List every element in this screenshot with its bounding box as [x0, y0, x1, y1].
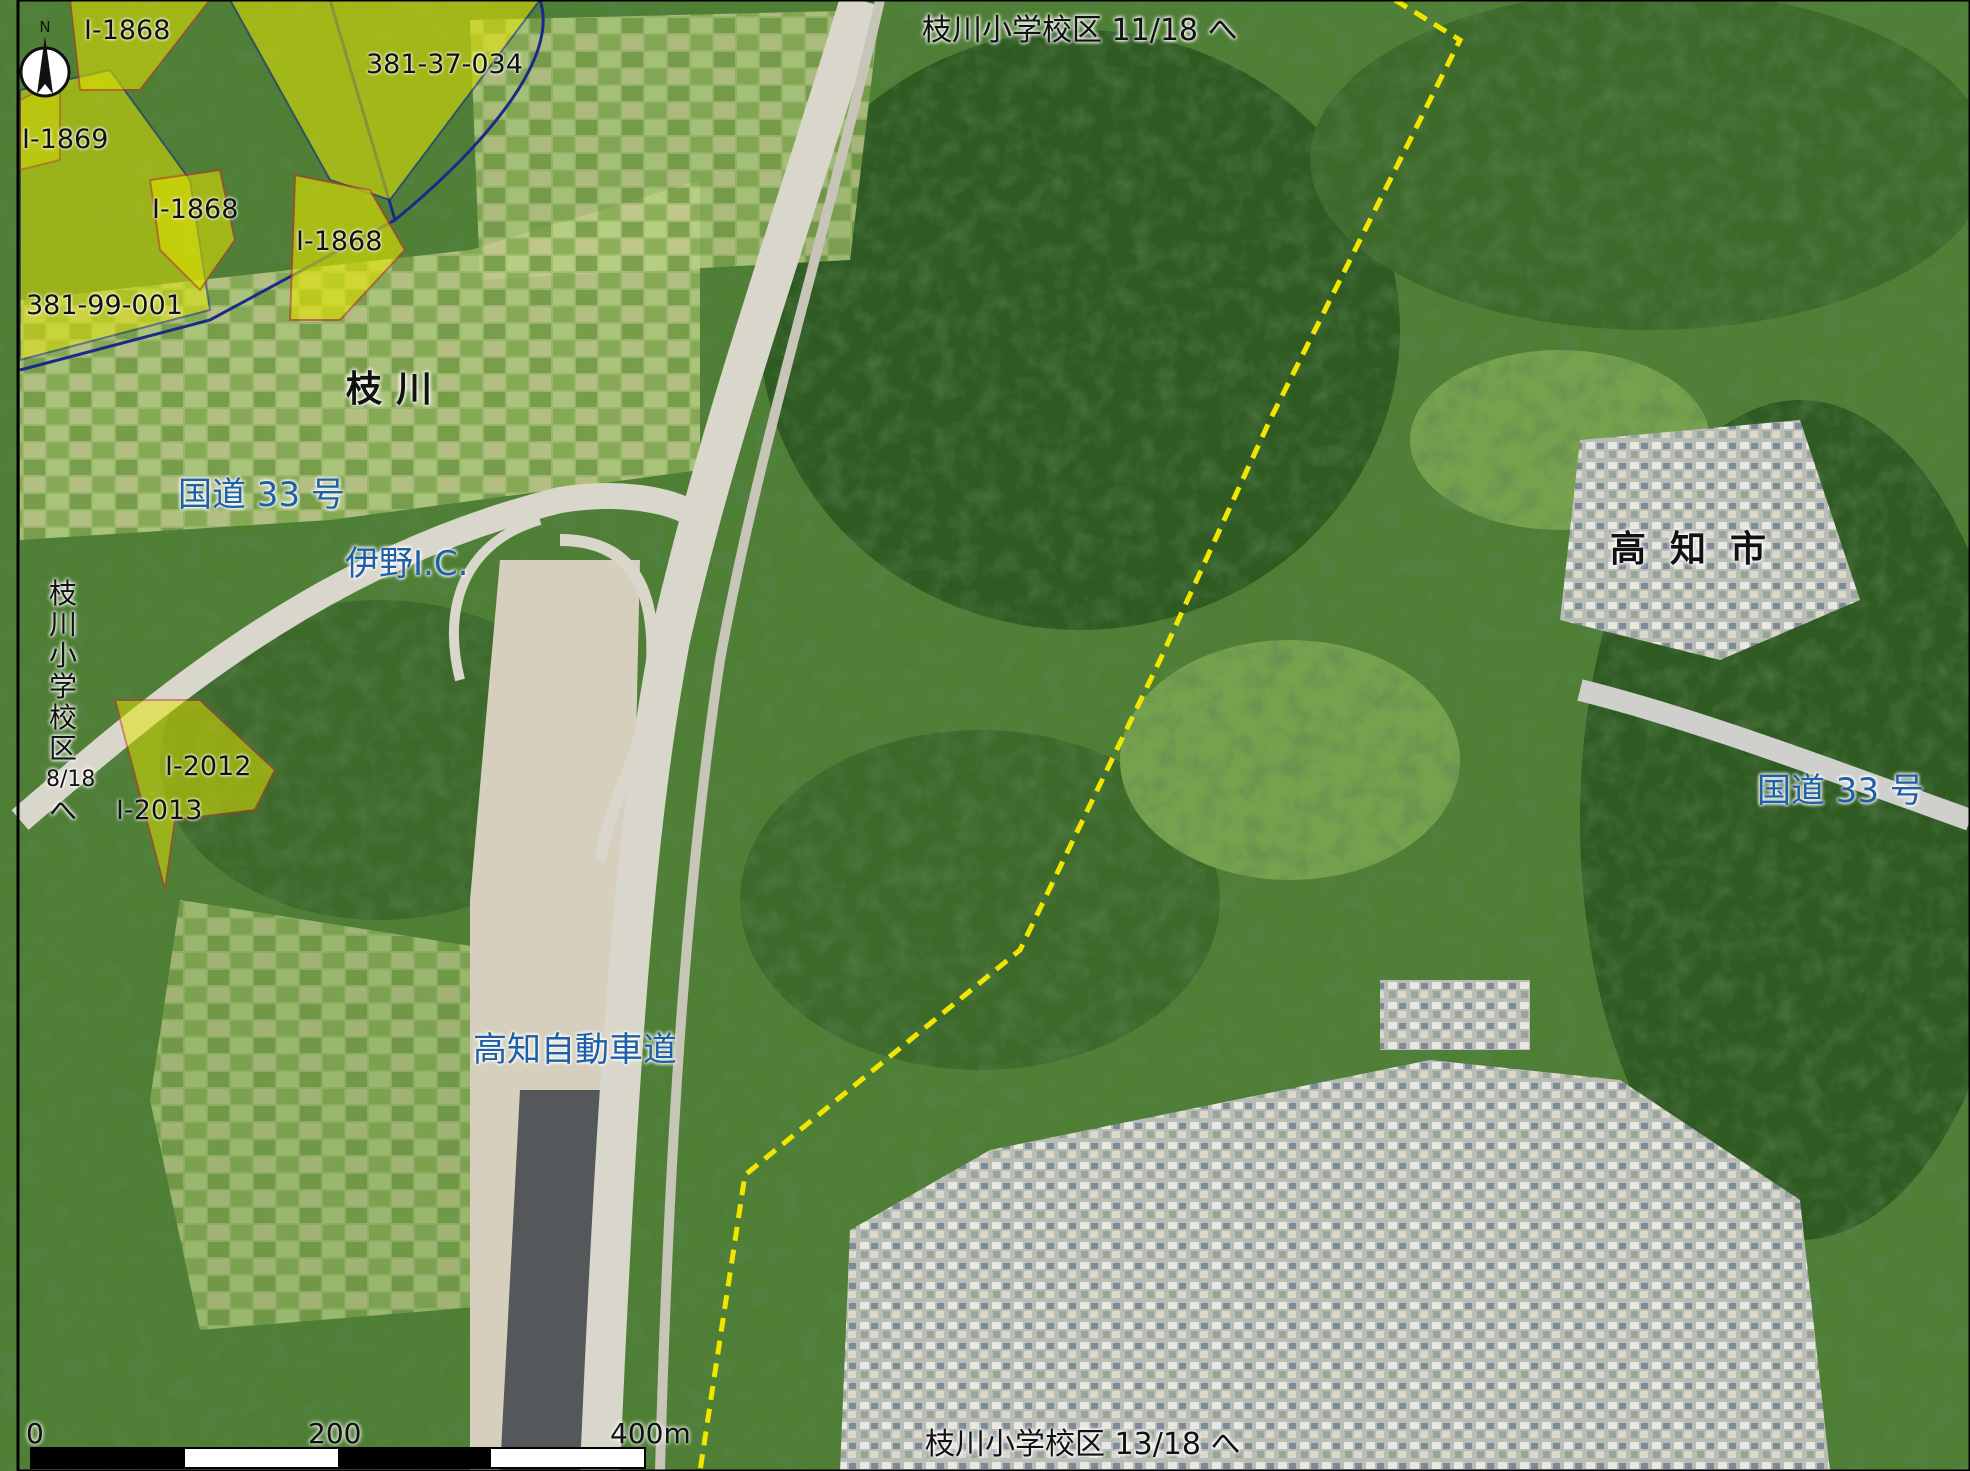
label-route-33-left: 国道 33 号 — [178, 475, 345, 515]
label-site-i-1869: I-1869 — [22, 124, 109, 155]
label-expressway: 高知自動車道 — [473, 1030, 677, 1070]
ic-ramp — [448, 515, 542, 682]
residential-area — [840, 1060, 1830, 1471]
label-site-i-2013: I-2013 — [116, 795, 203, 826]
label-site-i-1868-mid: I-1868 — [152, 194, 239, 225]
scale-tick-400m: 400m — [610, 1417, 691, 1450]
residential-area — [1560, 420, 1860, 660]
label-to-sheet-13: 枝川小学校区 13/18 へ — [925, 1427, 1241, 1462]
north-arrow-icon: N — [19, 18, 71, 98]
label-site-i-1868-right: I-1868 — [296, 226, 383, 257]
expressway-road — [580, 0, 880, 1471]
label-to-sheet-11: 枝川小学校区 11/18 へ — [922, 13, 1238, 48]
label-site-381-37-034: 381-37-034 — [366, 49, 523, 80]
map-frame — [16, 0, 1970, 1471]
site-i-1868-right — [288, 173, 407, 321]
site-i-2012-area — [113, 699, 277, 891]
scale-tick-200: 200 — [308, 1417, 362, 1450]
scale-bar — [30, 1447, 646, 1469]
site-i-1868-mid — [148, 168, 237, 292]
north-letter: N — [39, 18, 50, 36]
site-i-1868-top — [68, 0, 212, 91]
expressway-road — [655, 0, 885, 1471]
school-district-boundary — [697, 0, 1464, 1471]
label-site-381-99-001: 381-99-001 — [26, 290, 183, 321]
label-to-sheet-8: 枝 川 小 学 校 区 8/18 へ — [46, 577, 96, 827]
label-route-33-right: 国道 33 号 — [1757, 771, 1924, 811]
label-site-i-2012: I-2012 — [165, 751, 252, 782]
label-ino-ic: 伊野I.C. — [345, 544, 469, 584]
district-boundary — [394, 0, 545, 222]
label-site-i-1868-top: I-1868 — [84, 15, 171, 46]
site-381-37-034-area — [228, 0, 542, 202]
route-33-road — [1577, 679, 1970, 831]
label-edagawa: 枝川 — [346, 369, 447, 410]
ic-ramp — [559, 534, 659, 861]
residential-area — [1380, 980, 1530, 1050]
scale-tick-0: 0 — [26, 1417, 44, 1450]
farmland — [150, 900, 560, 1330]
label-kochi-city: 高知市 — [1610, 529, 1791, 570]
quarry-area — [500, 1090, 600, 1471]
